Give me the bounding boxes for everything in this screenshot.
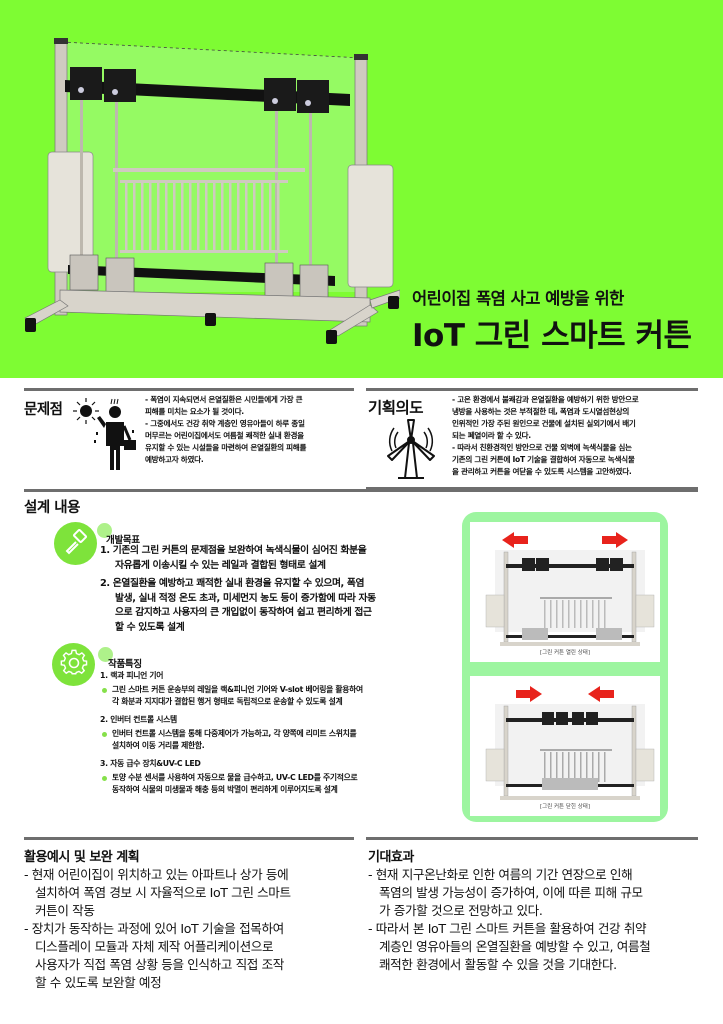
feature-title: 3. 자동 급수 장치&UV-C LED <box>100 759 201 768</box>
divider <box>366 487 698 490</box>
arrow-right-icon <box>516 686 542 702</box>
arrow-left-icon <box>502 532 528 548</box>
accent-dot <box>97 523 112 538</box>
divider <box>24 388 354 391</box>
usage-heading: 활용예시 및 보완 계획 <box>24 850 140 865</box>
problem-text: - 폭염이 지속되면서 온열질환은 시민들에게 가장 큰 피해를 미치는 요소가… <box>145 395 307 464</box>
effect-text: - 현재 지구온난화로 인한 여름의 기간 연장으로 인해 폭염의 발생 가능성… <box>368 867 651 972</box>
heat-stressed-person-icon <box>70 396 140 471</box>
feature-bullet: 토양 수분 센서를 사용하여 자동으로 물을 급수하고, UV-C LED를 주… <box>100 772 363 796</box>
intent-text: - 고온 환경에서 불쾌감과 온열질환을 예방하기 위한 방안으로 냉방을 사용… <box>452 395 639 476</box>
feature-title: 1. 랙과 피니언 기어 <box>100 671 164 680</box>
figure-caption: [그린 커튼 닫힌 상태] <box>539 804 591 810</box>
goal-icon-badge <box>54 522 97 565</box>
curtain-state-figures: [그린 커튼 열린 상태] [그린 커튼 닫힌 상태] <box>462 512 668 822</box>
divider <box>24 837 354 840</box>
poster-title: IoT 그린 스마트 커튼 <box>412 318 692 354</box>
figure-curtain-open: [그린 커튼 열린 상태] <box>470 522 660 662</box>
figure-curtain-closed: [그린 커튼 닫힌 상태] <box>470 676 660 816</box>
hammer-icon <box>63 528 89 559</box>
divider <box>366 388 698 391</box>
poster-header: 어린이집 폭염 사고 예방을 위한 IoT 그린 스마트 커튼 <box>0 0 723 378</box>
wind-turbine-icon <box>384 418 439 480</box>
feature-bullet: 그린 스마트 커튼 운송부의 레일을 랙&피니언 기어와 V-slot 베어링을… <box>100 684 363 708</box>
divider <box>24 489 698 492</box>
figure-caption: [그린 커튼 열린 상태] <box>539 650 591 656</box>
features-list: 1. 랙과 피니언 기어 그린 스마트 커튼 운송부의 레일을 랙&피니언 기어… <box>100 666 363 796</box>
divider <box>366 837 698 840</box>
intent-heading: 기획의도 <box>368 399 424 417</box>
product-render-image <box>0 0 401 378</box>
gear-icon <box>60 649 88 681</box>
goal-item: 2. 온열질환을 예방하고 쾌적한 실내 환경을 유지할 수 있으며, 폭염 발… <box>100 578 376 633</box>
features-heading: 작품특징 <box>108 659 142 670</box>
accent-dot <box>98 647 113 662</box>
goal-list: 1. 기존의 그린 커튼의 문제점을 보완하여 녹색식물이 심어진 화분을 자유… <box>100 544 376 639</box>
arrow-right-icon <box>602 532 628 548</box>
goal-heading: 개발목표 <box>106 535 140 546</box>
effect-heading: 기대효과 <box>368 850 414 865</box>
poster-subtitle: 어린이집 폭염 사고 예방을 위한 <box>412 289 624 308</box>
design-heading: 설계 내용 <box>24 500 80 516</box>
goal-item: 1. 기존의 그린 커튼의 문제점을 보완하여 녹색식물이 심어진 화분을 자유… <box>100 545 367 571</box>
feature-bullet: 인버터 컨트롤 시스템을 통해 다중제어가 가능하고, 각 양쪽에 리미트 스위… <box>100 728 363 752</box>
feature-title: 2. 인버터 컨트롤 시스템 <box>100 715 177 724</box>
usage-text: - 현재 어린이집이 위치하고 있는 아파트나 상가 등에 설치하여 폭염 경보… <box>24 867 291 990</box>
arrow-left-icon <box>588 686 614 702</box>
features-icon-badge <box>52 643 95 686</box>
problem-heading: 문제점 <box>24 402 63 418</box>
